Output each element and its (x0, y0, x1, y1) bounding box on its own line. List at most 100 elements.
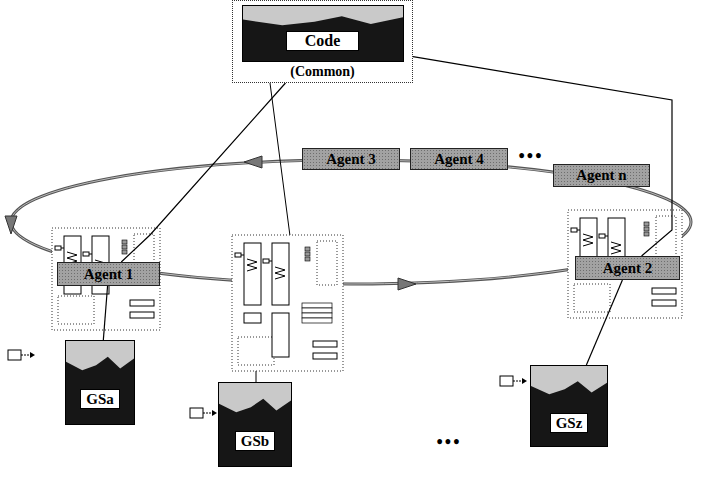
access-key-icon (500, 376, 527, 386)
data-slot (238, 337, 274, 365)
thread-icon (305, 252, 310, 256)
agent-box: Agent 2 (575, 256, 680, 280)
table-icon (313, 341, 337, 347)
code-label-holder: Code (233, 31, 412, 51)
memory-column (272, 313, 289, 357)
zigzag-mark (583, 234, 593, 246)
connector-line (103, 286, 107, 340)
light-top (243, 6, 403, 25)
connector-line (413, 57, 672, 256)
memory-column (272, 243, 289, 305)
plug-arrow (61, 248, 64, 249)
plug-arrow (241, 255, 244, 256)
table-grid (302, 308, 332, 313)
table-grid (302, 313, 332, 318)
agent-name: Agent 2 (603, 260, 653, 277)
thread-icon (122, 245, 127, 249)
global-store: GSa (65, 340, 135, 425)
zigzag-mark (611, 242, 621, 254)
store-shape (65, 340, 135, 425)
ellipsis-mark: ••• (437, 432, 462, 452)
code-store: Code (Common) (232, 0, 413, 83)
light-top (531, 366, 607, 394)
plug-icon (235, 253, 241, 257)
plug-icon (263, 259, 269, 263)
memory-column (244, 243, 261, 305)
store-label-holder: GSb (218, 431, 292, 451)
store-label-holder: GSz (530, 413, 608, 433)
table-grid (302, 303, 332, 308)
light-top (219, 383, 291, 412)
plug-icon (599, 234, 605, 238)
agent-box: Agent 3 (302, 148, 400, 170)
code-slot (656, 216, 676, 260)
host-outline (52, 228, 160, 330)
store-name: GSb (235, 431, 275, 451)
thread-icon (305, 247, 310, 251)
thread-icon (644, 232, 649, 236)
zigzag-mark (275, 267, 285, 279)
dark-body (219, 383, 292, 467)
agent-host-box (568, 210, 682, 318)
code-label: Code (286, 31, 360, 51)
global-store: GSz (530, 365, 608, 447)
light-top (66, 341, 134, 370)
plug-arrow (89, 254, 92, 255)
agent-name: Agent n (576, 167, 626, 184)
zigzag-mark (247, 259, 257, 271)
store-label-holder: GSa (65, 389, 135, 409)
ellipsis-holder: ••• (510, 146, 552, 167)
table-icon (130, 312, 154, 318)
plug-icon (571, 228, 577, 232)
ring-arrowhead (398, 278, 416, 290)
table-icon (652, 288, 676, 294)
host-outline (568, 210, 682, 318)
agent-host-box (232, 235, 343, 371)
connector-line (121, 83, 285, 262)
key-arrowhead (522, 378, 527, 384)
agent-box: Agent 1 (57, 262, 160, 286)
agent-name: Agent 4 (434, 151, 484, 168)
code-slot (317, 241, 337, 285)
ellipsis-mark: ••• (519, 146, 544, 166)
memory-column (244, 313, 261, 323)
store-name: GSz (550, 413, 589, 433)
agent-name: Agent 3 (326, 151, 376, 168)
table-icon (313, 353, 337, 359)
plug-icon (55, 246, 61, 250)
plug-arrow (577, 230, 580, 231)
connector-line (586, 280, 622, 365)
key-arrowhead (212, 410, 217, 416)
plug-arrow (269, 261, 272, 262)
dark-body (243, 6, 404, 62)
code-caption-holder: (Common) (233, 62, 412, 80)
store-shape (530, 365, 608, 447)
code-caption: (Common) (290, 64, 355, 80)
plug-arrow (605, 236, 608, 237)
store-shape (218, 382, 292, 467)
dark-body (531, 366, 608, 447)
agent-name: Agent 1 (84, 266, 134, 283)
store-name: GSa (80, 389, 120, 409)
key-box (190, 408, 203, 418)
global-store: GSb (218, 382, 292, 467)
code-link (270, 83, 290, 236)
agent-box: Agent n (553, 164, 650, 187)
thread-icon (122, 250, 127, 254)
agent-box: Agent 4 (410, 148, 508, 170)
key-box (8, 350, 21, 360)
data-slot (58, 296, 94, 324)
access-key-icon (8, 350, 35, 360)
data-slot (574, 284, 610, 312)
ellipsis-holder: ••• (424, 432, 474, 453)
thread-icon (305, 257, 310, 261)
table-grid (302, 318, 332, 323)
thread-icon (644, 222, 649, 226)
agent-host-box (52, 228, 160, 330)
thread-icon (644, 227, 649, 231)
access-key-icon (190, 408, 217, 418)
host-outline (232, 235, 343, 371)
thread-icon (122, 240, 127, 244)
ring-arrowhead (244, 156, 262, 168)
